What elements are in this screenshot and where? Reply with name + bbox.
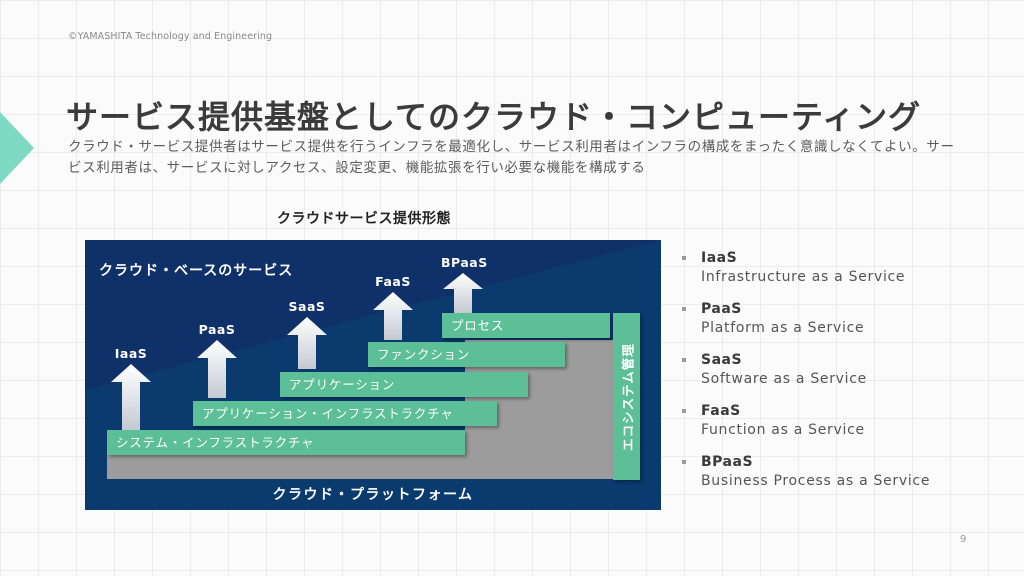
arrow-paas-label: PaaS <box>198 322 236 337</box>
up-arrow-icon <box>443 273 483 313</box>
service-abbr: FaaS <box>701 403 741 419</box>
arrow-iaas-label: IaaS <box>114 346 148 361</box>
bullet-icon <box>682 409 686 413</box>
step-application-infrastructure: アプリケーション・インフラストラクチャ <box>193 401 497 426</box>
copyright: ©YAMASHITA Technology and Engineering <box>68 31 273 42</box>
ecosystem-management-label: エコシステム管理 <box>620 342 635 451</box>
cloud-diagram: クラウド・ベースのサービス システム・インフラストラクチャ アプリケーション・イ… <box>85 240 661 510</box>
service-abbr: SaaS <box>701 352 743 368</box>
arrow-saas-label: SaaS <box>288 299 326 314</box>
up-arrow-icon <box>373 292 413 340</box>
arrow-bpaas: BPaaS <box>441 253 488 313</box>
cloud-services-label: クラウド・ベースのサービス <box>99 263 294 279</box>
list-item: PaaS Platform as a Service <box>682 301 930 338</box>
list-item: IaaS Infrastructure as a Service <box>682 250 930 287</box>
up-arrow-icon <box>197 340 237 398</box>
step-function: ファンクション <box>368 342 565 367</box>
bullet-icon <box>682 358 686 362</box>
arrow-paas: PaaS <box>195 320 239 398</box>
arrow-bpaas-label: BPaaS <box>441 255 488 270</box>
up-arrow-icon <box>287 317 327 369</box>
service-abbr: IaaS <box>701 250 738 266</box>
bullet-icon <box>682 307 686 311</box>
list-item: SaaS Software as a Service <box>682 352 930 389</box>
accent-triangle <box>0 112 34 184</box>
up-arrow-icon <box>111 364 151 430</box>
service-full-name: Infrastructure as a Service <box>701 269 906 285</box>
list-item: FaaS Function as a Service <box>682 403 930 440</box>
arrow-faas: FaaS <box>371 272 415 340</box>
list-item: BPaaS Business Process as a Service <box>682 454 930 491</box>
step-system-infrastructure: システム・インフラストラクチャ <box>107 430 465 455</box>
service-full-name: Business Process as a Service <box>701 473 931 489</box>
service-full-name: Platform as a Service <box>701 320 865 336</box>
step-process: プロセス <box>442 313 610 338</box>
service-full-name: Function as a Service <box>701 422 865 438</box>
arrow-saas: SaaS <box>285 297 329 369</box>
cloud-platform-label: クラウド・プラットフォーム <box>272 487 474 503</box>
ecosystem-management-bar: エコシステム管理 <box>613 313 640 480</box>
service-abbr: PaaS <box>701 301 742 317</box>
slide-title: サービス提供基盤としてのクラウド・コンピューティング <box>66 98 922 136</box>
lead-text: クラウド・サービス提供者はサービス提供を行うインフラを最適化し、サービス利用者は… <box>68 139 955 176</box>
bullet-icon <box>682 256 686 260</box>
page-number: 9 <box>960 534 967 545</box>
step-application: アプリケーション <box>280 372 528 397</box>
arrow-iaas: IaaS <box>109 344 153 430</box>
diagram-title: クラウドサービス提供形態 <box>277 211 451 227</box>
service-list: IaaS Infrastructure as a Service PaaS Pl… <box>682 250 930 505</box>
arrow-faas-label: FaaS <box>375 274 411 289</box>
bullet-icon <box>682 460 686 464</box>
service-full-name: Software as a Service <box>701 371 867 387</box>
service-abbr: BPaaS <box>701 454 754 470</box>
